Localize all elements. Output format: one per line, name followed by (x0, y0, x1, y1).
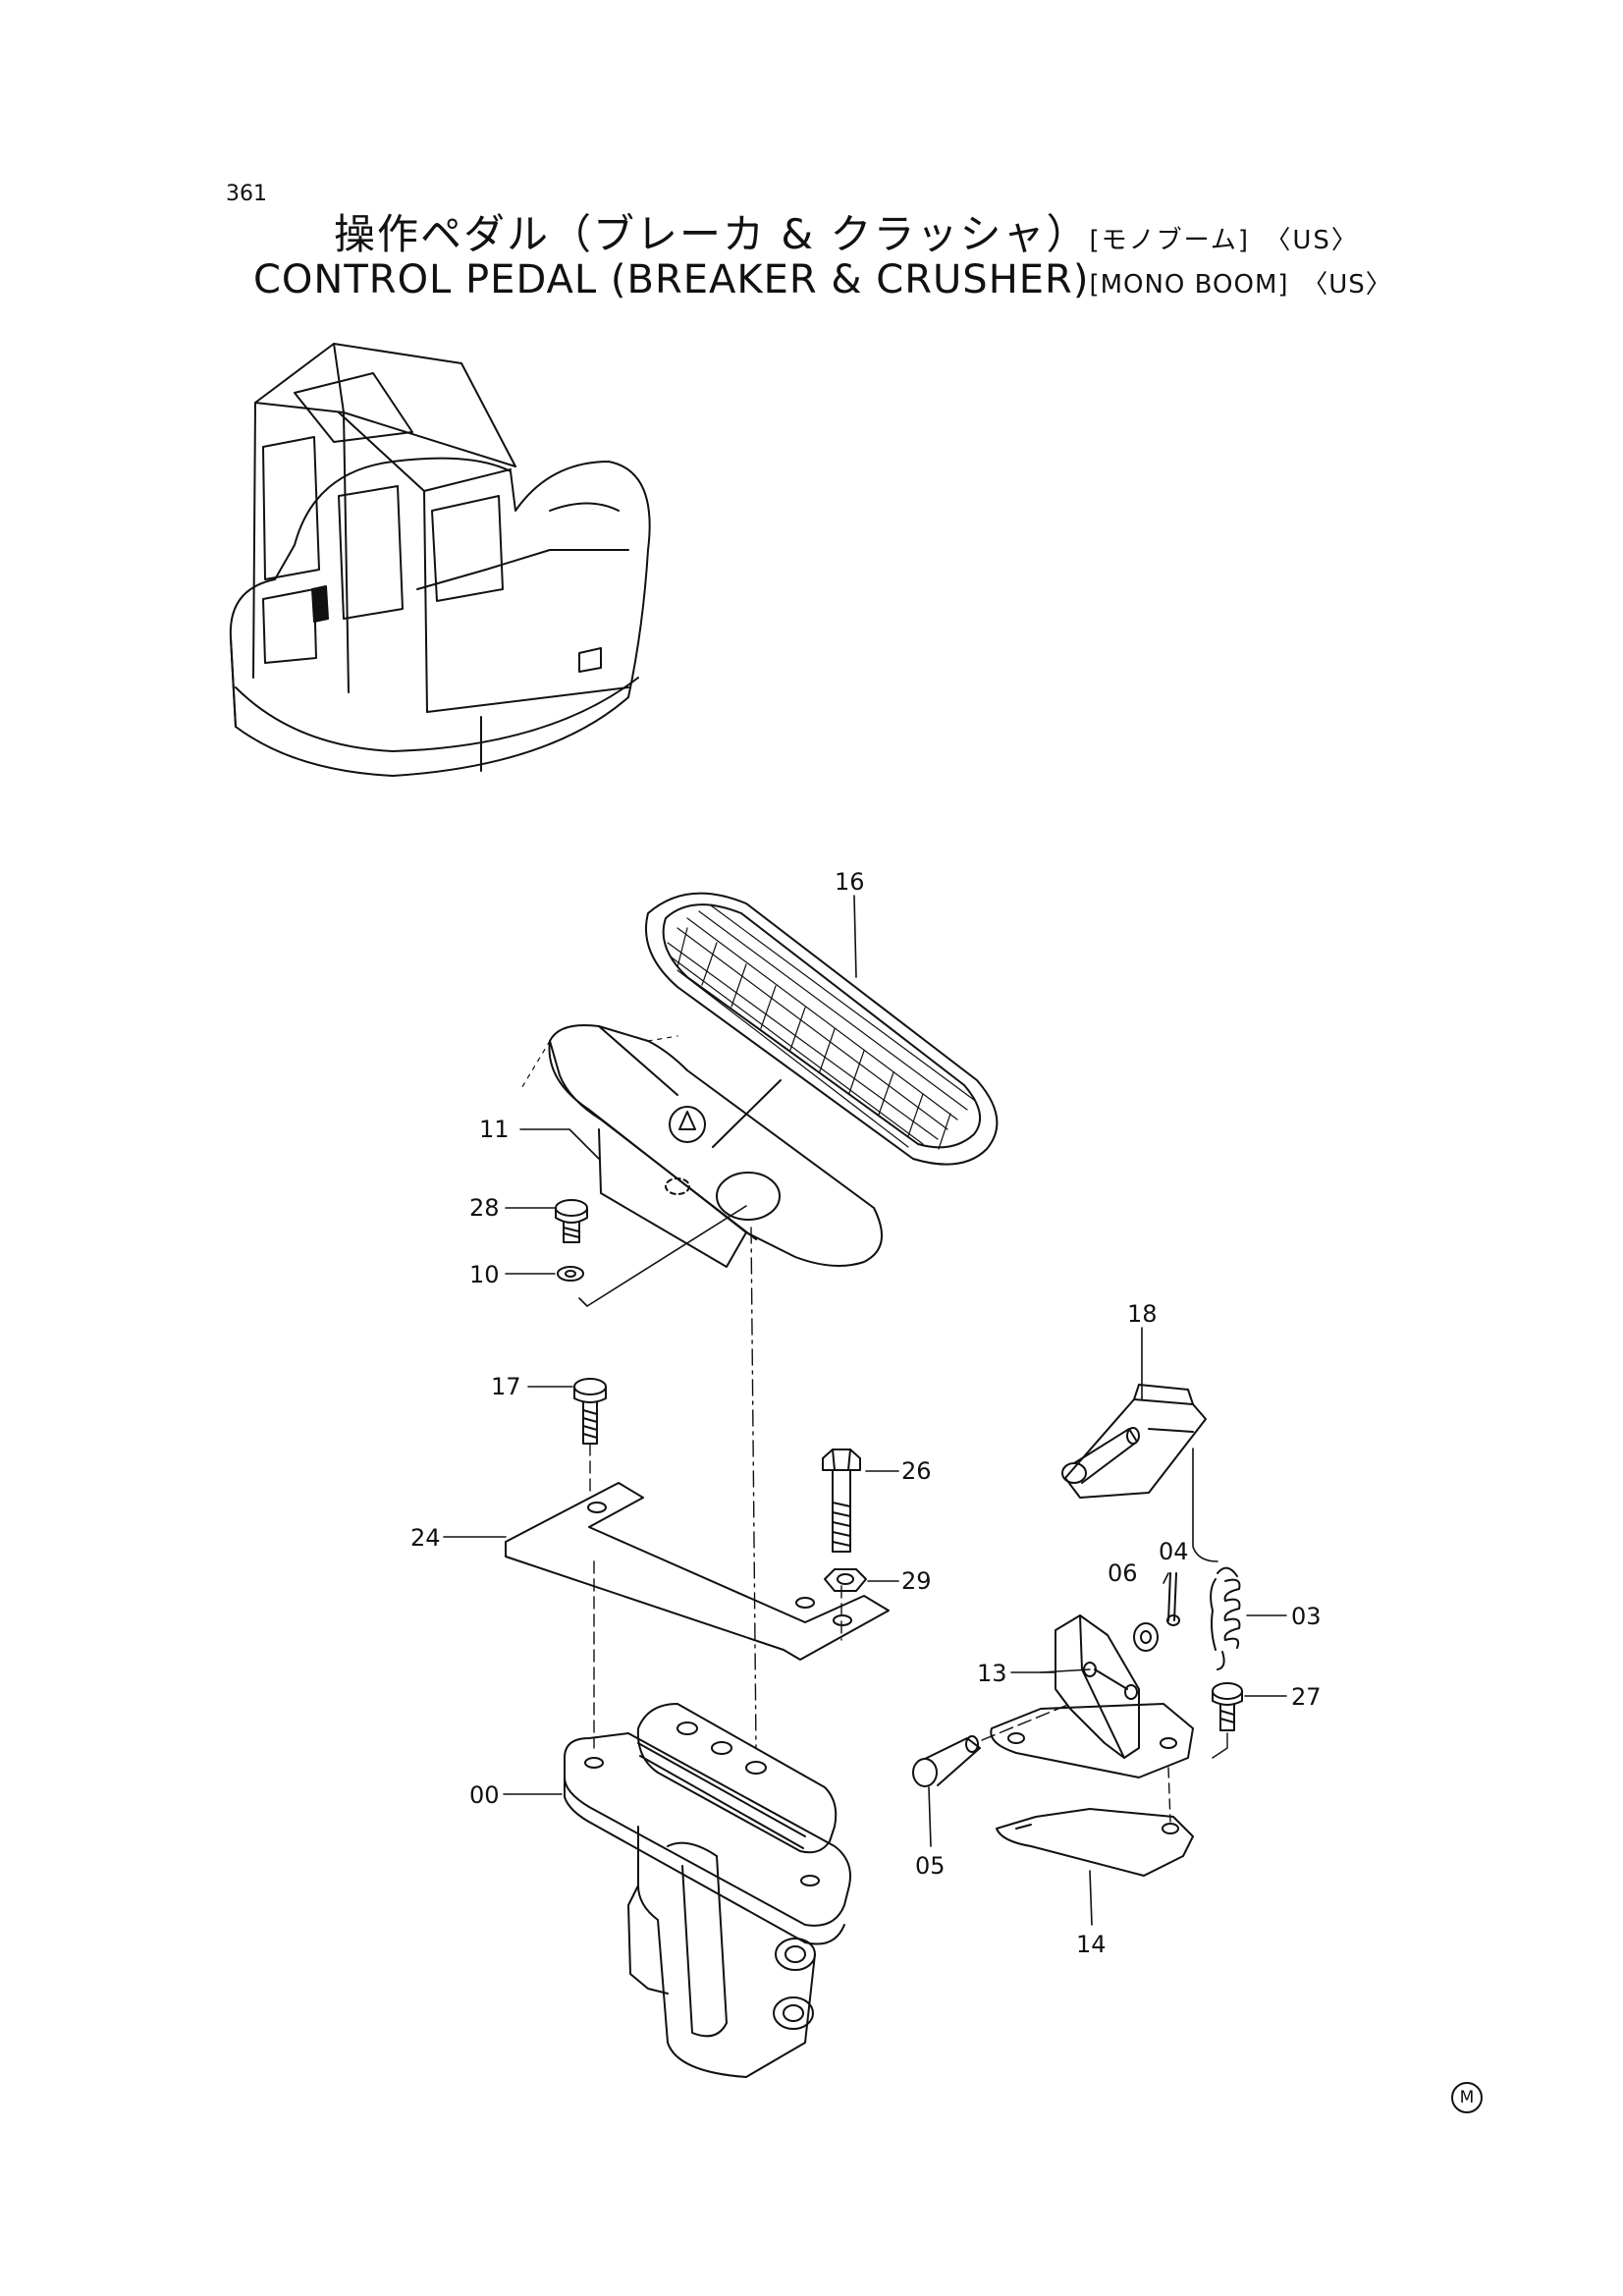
callout-06: 06 (1108, 1559, 1138, 1587)
callout-29: 29 (901, 1567, 932, 1595)
callout-27: 27 (1291, 1683, 1322, 1711)
title-jp-main: 操作ペダル（ブレーカ & クラッシャ） (334, 210, 1090, 258)
part-10-clip (557, 1266, 584, 1282)
title-english: CONTROL PEDAL (BREAKER & CRUSHER)[MONO B… (253, 257, 1392, 302)
title-jp-region: 〈US〉 (1265, 226, 1359, 255)
part-03-spring (1210, 1566, 1241, 1670)
callout-13: 13 (977, 1660, 1007, 1687)
callout-14: 14 (1076, 1931, 1107, 1958)
part-14-plate (996, 1808, 1194, 1877)
title-en-main: CONTROL PEDAL (BREAKER & CRUSHER) (253, 257, 1090, 302)
title-jp-variant: [モノブーム] (1089, 226, 1250, 255)
part-00-valve-body (564, 1703, 851, 2078)
callout-26: 26 (901, 1457, 932, 1485)
title-japanese: 操作ペダル（ブレーカ & クラッシャ）[モノブーム] 〈US〉 (334, 201, 1359, 261)
callout-24: 24 (410, 1524, 441, 1552)
part-04-cotter-pin (1166, 1572, 1180, 1626)
callout-17: 17 (491, 1373, 521, 1400)
title-en-region: 〈US〉 (1302, 270, 1392, 300)
title-en-variant: [MONO BOOM] (1089, 270, 1289, 300)
excavator-cab-illustration (229, 343, 651, 777)
part-13-base-plate (990, 1703, 1194, 1778)
callout-28: 28 (469, 1194, 500, 1222)
callout-11: 11 (479, 1116, 510, 1143)
callout-03: 03 (1291, 1603, 1322, 1630)
callout-00: 00 (469, 1781, 500, 1809)
callout-05: 05 (915, 1852, 946, 1880)
callout-18: 18 (1127, 1300, 1158, 1328)
page-number: 361 (226, 182, 267, 206)
part-17-bolt (573, 1378, 607, 1445)
callout-labels: 16 11 28 10 17 24 26 29 00 18 04 06 03 1… (410, 868, 1322, 1958)
callout-16: 16 (835, 868, 865, 896)
part-24-bracket (505, 1482, 890, 1661)
part-16-foot-pad (645, 892, 999, 1166)
part-13-lever (1055, 1614, 1140, 1759)
part-05-pin (912, 1735, 981, 1787)
part-06-washer (1133, 1622, 1159, 1652)
part-26-hex-bolt (822, 1449, 861, 1553)
part-28-screw (555, 1199, 588, 1243)
pad-grid-pattern (667, 904, 975, 1150)
corner-m-mark: M (1451, 2082, 1483, 2113)
part-29-nut (824, 1568, 867, 1592)
part-11-pedal-plate (519, 1024, 883, 1268)
part-18-linkage (1061, 1384, 1207, 1499)
callout-10: 10 (469, 1261, 500, 1288)
callout-04: 04 (1159, 1538, 1189, 1565)
leader-lines (443, 895, 1287, 1926)
part-27-bolt (1212, 1682, 1243, 1731)
